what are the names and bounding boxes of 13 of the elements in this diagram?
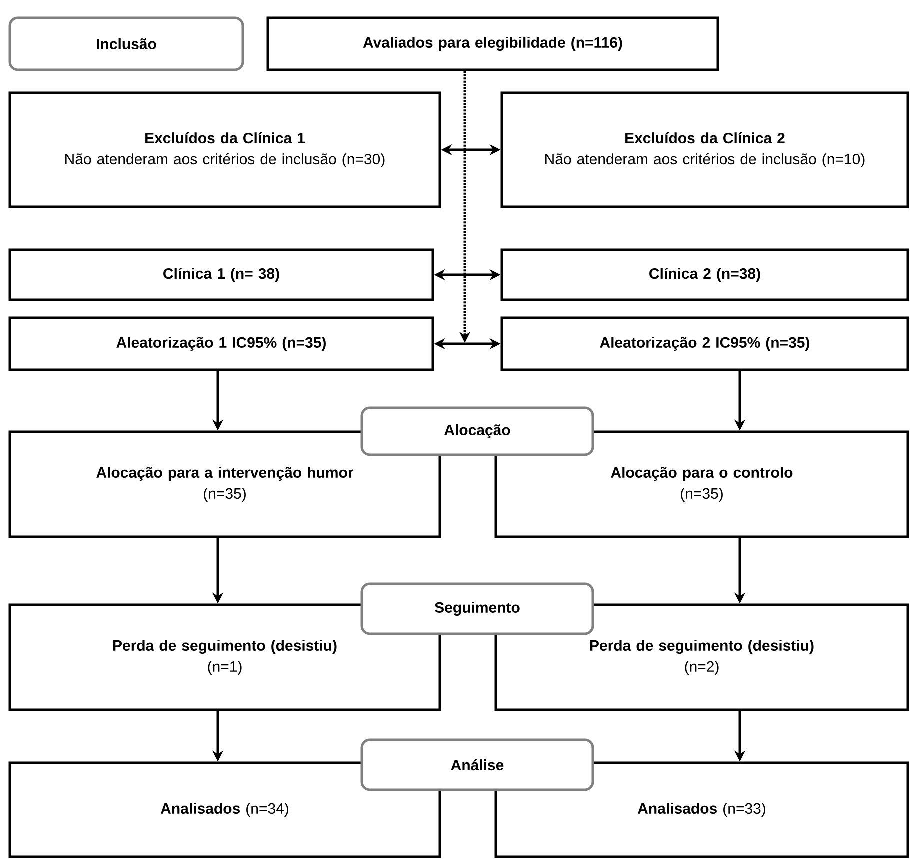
process-box: Alocação para a intervenção humor (n=35) xyxy=(8,430,442,538)
process-box: Aleatorização 1 IC95% (n=35) xyxy=(8,316,434,372)
process-box: Clínica 1 (n= 38) xyxy=(8,248,434,302)
process-box: Excluídos da Clínica 1 Não atenderam aos critérios de inclusão (n=30) xyxy=(8,92,442,208)
process-box: Clínica 2 (n=38) xyxy=(500,248,910,302)
stage-label: Análise xyxy=(360,738,594,792)
process-box: Analisados (n=34) xyxy=(8,762,442,858)
process-box: Aleatorização 2 IC95% (n=35) xyxy=(500,316,910,372)
stage-label: Inclusão xyxy=(8,16,244,72)
process-box: Excluídos da Clínica 2 Não atenderam aos critérios de inclusão (n=10) xyxy=(500,92,910,208)
process-box: Avaliados para elegibilidade (n=116) xyxy=(266,16,720,72)
stage-label: Alocação xyxy=(360,406,594,456)
stage-label: Seguimento xyxy=(360,582,594,636)
